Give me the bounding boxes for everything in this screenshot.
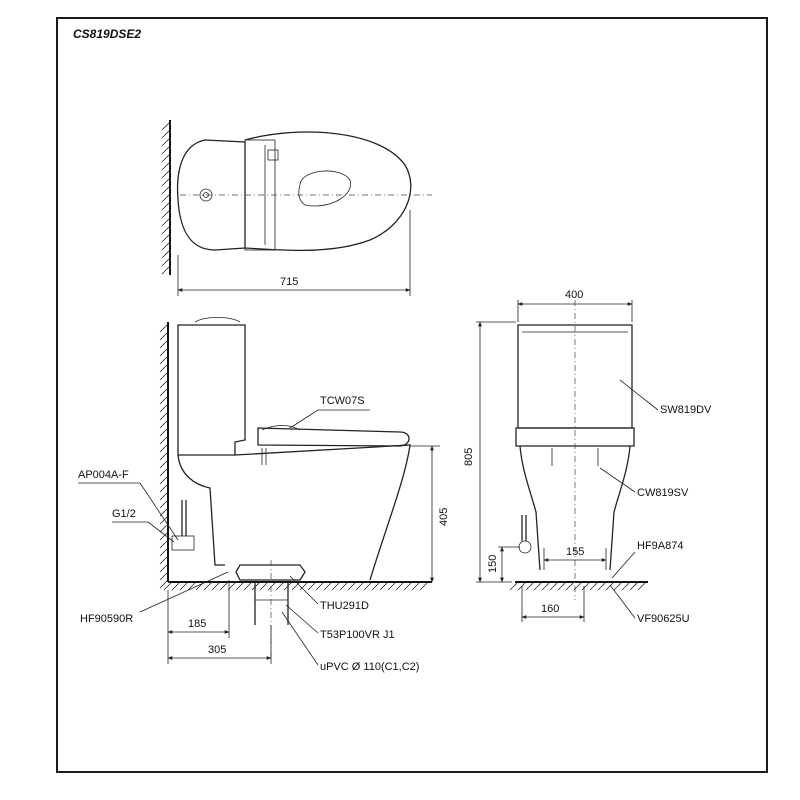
dim-wall-outlet-b: 305 [208,644,226,656]
label-valve-front: VF90625U [637,613,690,625]
dim-front-width: 400 [565,289,583,301]
dim-wall-outlet-a: 185 [188,618,206,630]
dim-inlet-spacing: 155 [566,546,584,558]
front-view: 400 805 150 155 160 SW819DV CW819SV HF9A… [463,289,712,625]
dim-inlet-height: 150 [487,555,499,573]
label-seat: TCW07S [320,395,365,407]
label-pipe: uPVC Ø 110(C1,C2) [320,661,419,673]
model-title: CS819DSE2 [73,27,141,41]
dim-base-offset: 160 [541,603,559,615]
label-thread: G1/2 [112,508,136,520]
label-hose-front: HF9A874 [637,540,683,552]
top-view: 715 [161,120,432,296]
label-hose: HF90590R [80,613,133,625]
label-tank: SW819DV [660,404,712,416]
dim-top-width: 715 [280,276,298,288]
label-flange: THU291D [320,600,369,612]
dim-seat-height: 405 [438,508,450,526]
label-bowl: CW819SV [637,487,689,499]
label-angle-valve: AP004A-F [78,469,129,481]
side-view: 405 185 305 TCW07S AP004A-F G1/2 HF90590… [78,317,450,673]
label-adapter: T53P100VR J1 [320,629,395,641]
drawing-frame [56,17,768,773]
dim-total-height: 805 [463,448,475,466]
